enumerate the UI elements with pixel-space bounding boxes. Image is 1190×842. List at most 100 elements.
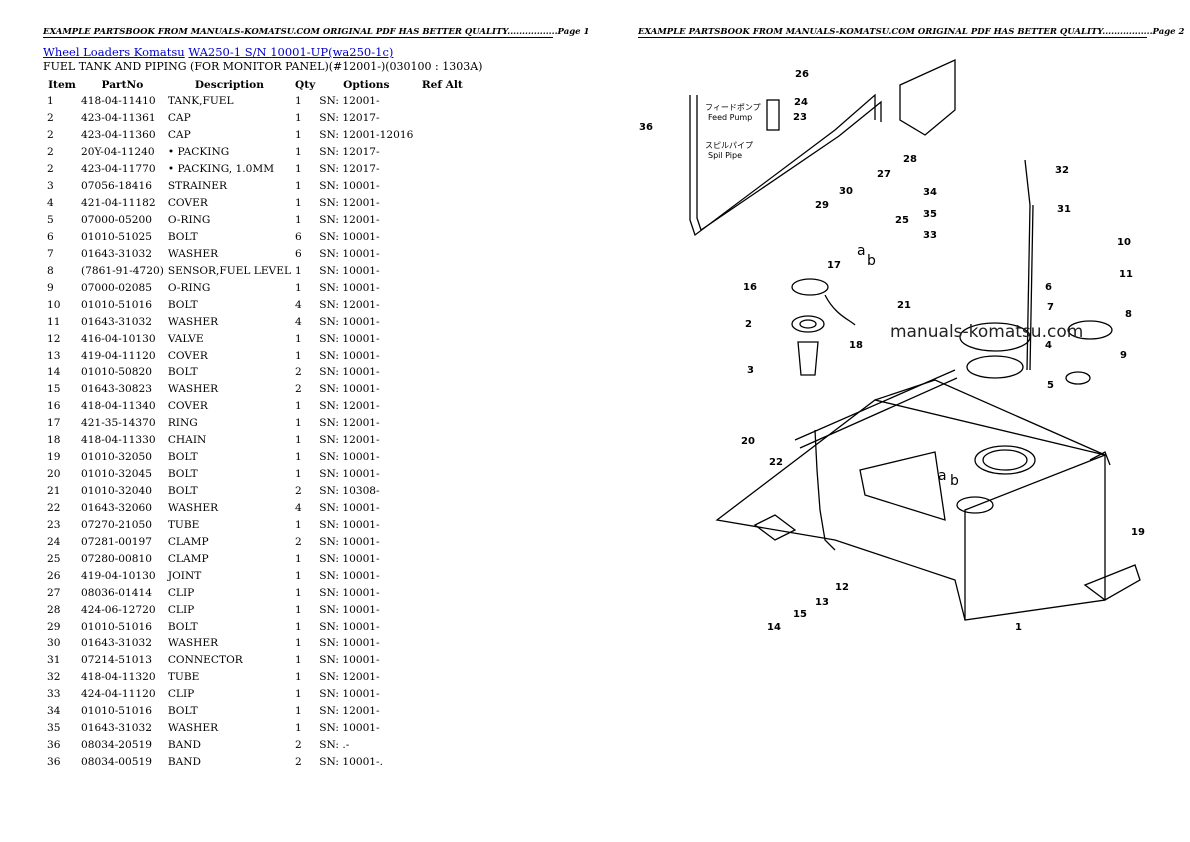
cell-item: 14 (47, 366, 61, 379)
cell-item: 30 (47, 637, 61, 650)
cell-qty: 1 (294, 722, 302, 735)
callout-23: 23 (793, 112, 807, 123)
cell-item: 29 (47, 620, 61, 633)
cell-options: SN: 10001- (319, 383, 380, 396)
breadcrumb: Wheel Loaders Komatsu WA250-1 S/N 10001-… (43, 45, 393, 59)
cell-options: SN: 12017- (319, 163, 380, 176)
cell-qty: 1 (294, 214, 302, 227)
breadcrumb-link-model[interactable]: WA250-1 S/N 10001-UP(wa250-1c) (188, 45, 394, 59)
cell-partno: (7861-91-4720) (81, 264, 164, 277)
cell-options: SN: 12001- (319, 298, 380, 311)
cell-partno: 07270-21050 (81, 518, 152, 531)
cell-description: BOLT (167, 620, 198, 633)
feed-pump-label: Feed Pump (708, 113, 752, 122)
callout-7: 7 (1047, 302, 1054, 313)
cell-partno: 01643-30823 (81, 383, 152, 396)
cell-partno: 416-04-10130 (81, 332, 156, 345)
cell-item: 25 (47, 552, 61, 565)
cell-description: WASHER (167, 247, 219, 260)
cell-description: SENSOR,FUEL LEVEL (167, 264, 291, 277)
cell-description: WASHER (167, 383, 219, 396)
cell-qty: 1 (294, 281, 302, 294)
cell-description: WASHER (167, 722, 219, 735)
cell-description: WASHER (167, 501, 219, 514)
cell-item: 3 (47, 180, 54, 193)
cell-description: CONNECTOR (167, 654, 243, 667)
spill-pipe-label: Spil Pipe (708, 151, 742, 160)
cell-ref-alt (415, 381, 469, 398)
cell-item: 19 (47, 451, 61, 464)
cell-qty: 2 (294, 485, 302, 498)
cell-description: TUBE (167, 518, 200, 531)
cell-ref-alt (415, 669, 469, 686)
cell-ref-alt (415, 635, 469, 652)
connection-letter-a-top: a (857, 243, 866, 259)
col-header-item: Item (48, 78, 76, 91)
cell-qty: 1 (294, 637, 302, 650)
cell-description: COVER (167, 197, 208, 210)
cell-partno: 01010-51016 (81, 298, 152, 311)
callout-25: 25 (895, 215, 909, 226)
cell-qty: 2 (294, 756, 302, 769)
cell-options: SN: 10001- (319, 332, 380, 345)
cell-description: TANK,FUEL (167, 95, 234, 108)
cell-item: 24 (47, 535, 61, 548)
cell-item: 28 (47, 603, 61, 616)
cell-ref-alt (415, 754, 469, 771)
cell-options: SN: 10001- (319, 180, 380, 193)
cell-ref-alt (415, 737, 469, 754)
cell-item: 27 (47, 586, 61, 599)
cell-description: CAP (167, 129, 191, 142)
cell-description: CLAMP (167, 552, 209, 565)
cell-partno: 01010-50820 (81, 366, 152, 379)
diagram-connection-letters: a b a b (857, 243, 959, 489)
cell-ref-alt (415, 449, 469, 466)
cell-options: SN: 12001- (319, 197, 380, 210)
cell-partno: 424-06-12720 (81, 603, 156, 616)
cell-partno: 419-04-10130 (81, 569, 156, 582)
cell-options: SN: 12001- (319, 417, 380, 430)
cell-partno: 01010-51016 (81, 705, 152, 718)
cell-ref-alt (415, 110, 469, 127)
cell-ref-alt (415, 229, 469, 246)
cell-ref-alt (415, 500, 469, 517)
cell-ref-alt (415, 466, 469, 483)
cell-options: SN: 10001- (319, 637, 380, 650)
cell-item: 11 (47, 315, 61, 328)
parts-table: Item PartNo Description Qty Options Ref … (43, 76, 469, 771)
cell-options: SN: 10001- (319, 603, 380, 616)
callout-9: 9 (1120, 350, 1127, 361)
cell-item: 36 (47, 739, 61, 752)
cell-description: O-RING (167, 281, 211, 294)
cell-options: SN: 12001- (319, 705, 380, 718)
cell-qty: 1 (294, 552, 302, 565)
callout-12: 12 (835, 582, 849, 593)
callout-30: 30 (839, 186, 853, 197)
cell-options: SN: 10001-. (319, 756, 383, 769)
cell-partno: 418-04-11320 (81, 671, 156, 684)
cell-qty: 1 (294, 518, 302, 531)
cell-options: SN: 10001- (319, 688, 380, 701)
cell-ref-alt (415, 618, 469, 635)
cell-ref-alt (415, 686, 469, 703)
cell-qty: 1 (294, 705, 302, 718)
cell-item: 8 (47, 264, 54, 277)
cell-qty: 1 (294, 332, 302, 345)
cell-description: CLIP (167, 688, 195, 701)
parts-table-header: Item PartNo Description Qty Options Ref … (43, 76, 469, 93)
cell-item: 33 (47, 688, 61, 701)
cell-description: WASHER (167, 637, 219, 650)
callout-24: 24 (794, 97, 808, 108)
cell-item: 23 (47, 518, 61, 531)
breadcrumb-link-wheel-loaders[interactable]: Wheel Loaders Komatsu (43, 45, 185, 59)
cell-options: SN: 12001- (319, 214, 380, 227)
